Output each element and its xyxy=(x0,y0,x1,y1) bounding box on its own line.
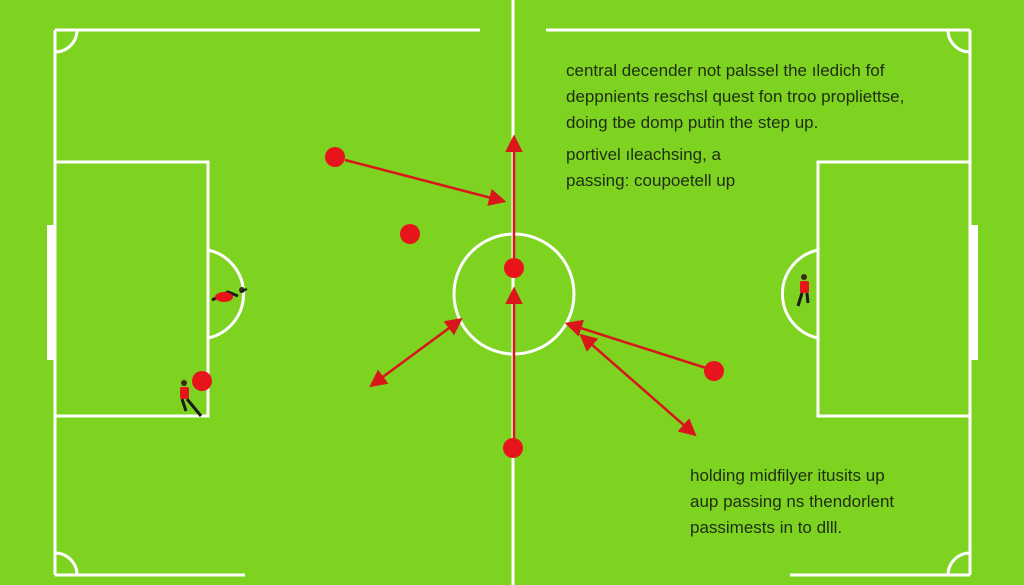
note-top-line-1: central decender not palssel the ıledich… xyxy=(566,61,885,80)
note-top-line-2: deppnients reschsl quest fon troo propli… xyxy=(566,87,905,106)
pitch-lines xyxy=(53,0,972,585)
player-figure-left-sliding xyxy=(211,287,248,302)
note-top: central decender not palssel the ıledich… xyxy=(566,58,904,136)
marker-left-box[interactable] xyxy=(192,371,212,391)
marker-left[interactable] xyxy=(400,224,420,244)
right-penalty-box xyxy=(816,160,970,418)
marker-bottom-center[interactable] xyxy=(503,438,523,458)
note-bottom-line-2: aup passing ns thendorlent xyxy=(690,492,895,511)
marker-upper-left[interactable] xyxy=(325,147,345,167)
pass-arrows xyxy=(344,134,707,442)
left-goal xyxy=(47,225,55,360)
player-figure-right xyxy=(796,274,810,307)
note-bottom-line-1: holding midfilyer itusits up xyxy=(690,466,885,485)
note-middle-line-2: passing: coupoetell up xyxy=(566,171,736,190)
corner-arc-top-left xyxy=(54,29,79,54)
corner-arc-top-right xyxy=(946,29,971,54)
note-top-line-3: doing tbe domp putin the step up. xyxy=(566,113,819,132)
marker-right[interactable] xyxy=(704,361,724,381)
player-figure-left-standing xyxy=(180,380,203,417)
corner-arc-bottom-right xyxy=(946,551,971,576)
note-bottom-line-3: passimests in to dlll. xyxy=(690,518,843,537)
note-middle: portivel ıleachsing, a passing: coupoete… xyxy=(566,142,735,194)
marker-center[interactable] xyxy=(504,258,524,278)
left-penalty-arc xyxy=(207,248,246,340)
arrow-to-center-top xyxy=(344,158,507,206)
corner-arc-bottom-left xyxy=(54,551,79,576)
player-markers xyxy=(192,147,724,458)
right-goal xyxy=(970,225,978,360)
left-penalty-box xyxy=(55,160,210,418)
right-penalty-arc xyxy=(780,248,819,340)
arrow-to-lower-right xyxy=(579,333,697,437)
note-middle-line-1: portivel ıleachsing, a xyxy=(566,145,721,164)
note-bottom: holding midfilyer itusits up aup passing… xyxy=(690,463,894,541)
arrow-to-lower-left xyxy=(369,317,463,388)
